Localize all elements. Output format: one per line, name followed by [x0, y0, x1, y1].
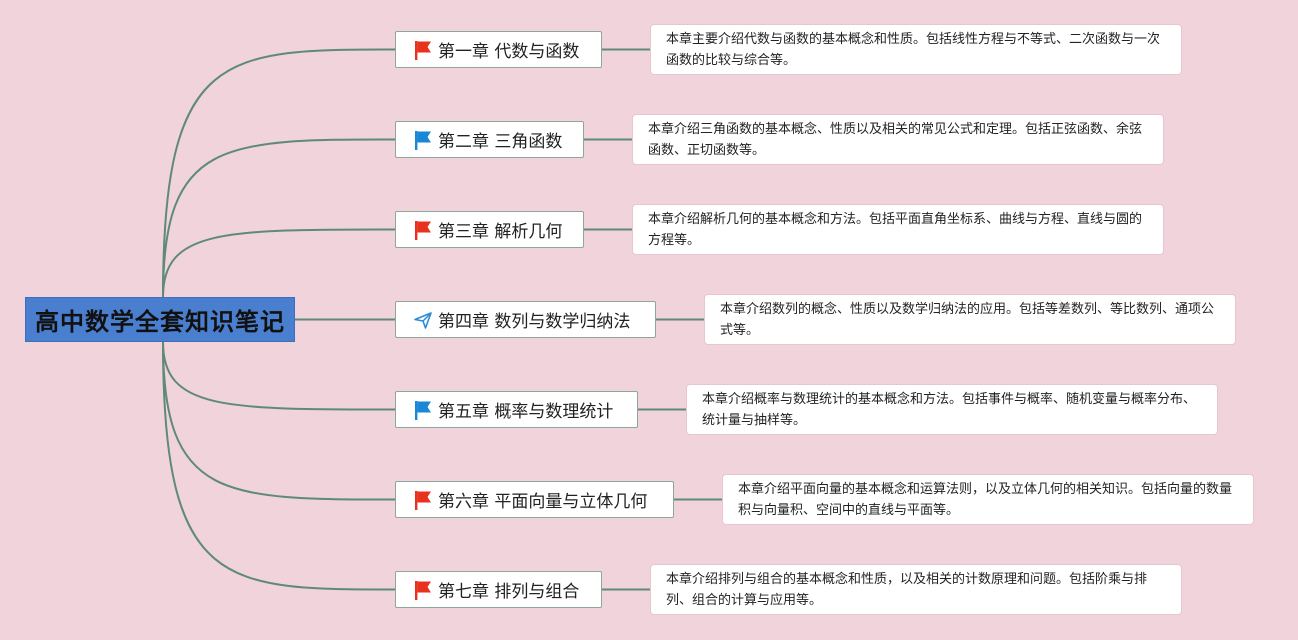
- chapter-label: 第六章 平面向量与立体几何: [438, 492, 648, 512]
- chapter-note[interactable]: 本章主要介绍代数与函数的基本概念和性质。包括线性方程与不等式、二次函数与一次函数…: [650, 24, 1182, 75]
- red-flag-icon: [412, 219, 434, 241]
- chapter-label: 第三章 解析几何: [438, 222, 563, 242]
- chapter-note[interactable]: 本章介绍三角函数的基本概念、性质以及相关的常见公式和定理。包括正弦函数、余弦函数…: [632, 114, 1164, 165]
- chapter-label: 第四章 数列与数学归纳法: [438, 312, 631, 332]
- chapter-label: 第一章 代数与函数: [438, 42, 580, 62]
- connector-root-chapter: [162, 228, 396, 298]
- connector-root-chapter: [162, 48, 396, 298]
- chapter-note[interactable]: 本章介绍概率与数理统计的基本概念和方法。包括事件与概率、随机变量与概率分布、统计…: [686, 384, 1218, 435]
- connector-root-chapter: [162, 341, 396, 591]
- chapter-note[interactable]: 本章介绍解析几何的基本概念和方法。包括平面直角坐标系、曲线与方程、直线与圆的方程…: [632, 204, 1164, 255]
- root-topic[interactable]: 高中数学全套知识笔记: [25, 297, 295, 342]
- chapter-topic[interactable]: 第二章 三角函数: [395, 121, 584, 158]
- red-flag-icon: [412, 489, 434, 511]
- chapter-label: 第七章 排列与组合: [438, 582, 580, 602]
- chapter-topic[interactable]: 第一章 代数与函数: [395, 31, 602, 68]
- connector-root-chapter: [162, 341, 396, 501]
- red-flag-icon: [412, 579, 434, 601]
- chapter-topic[interactable]: 第六章 平面向量与立体几何: [395, 481, 674, 518]
- connector-root-chapter: [162, 341, 396, 411]
- chapter-topic[interactable]: 第七章 排列与组合: [395, 571, 602, 608]
- chapter-topic[interactable]: 第三章 解析几何: [395, 211, 584, 248]
- blue-flag-icon: [412, 399, 434, 421]
- chapter-topic[interactable]: 第五章 概率与数理统计: [395, 391, 638, 428]
- chapter-note[interactable]: 本章介绍数列的概念、性质以及数学归纳法的应用。包括等差数列、等比数列、通项公式等…: [704, 294, 1236, 345]
- red-flag-icon: [412, 39, 434, 61]
- connector-root-chapter: [162, 138, 396, 298]
- chapter-topic[interactable]: 第四章 数列与数学归纳法: [395, 301, 656, 338]
- chapter-label: 第二章 三角函数: [438, 132, 563, 152]
- chapter-label: 第五章 概率与数理统计: [438, 402, 614, 422]
- blue-flag-icon: [412, 129, 434, 151]
- chapter-note[interactable]: 本章介绍排列与组合的基本概念和性质，以及相关的计数原理和问题。包括阶乘与排列、组…: [650, 564, 1182, 615]
- chapter-note[interactable]: 本章介绍平面向量的基本概念和运算法则，以及立体几何的相关知识。包括向量的数量积与…: [722, 474, 1254, 525]
- send-icon: [412, 309, 434, 331]
